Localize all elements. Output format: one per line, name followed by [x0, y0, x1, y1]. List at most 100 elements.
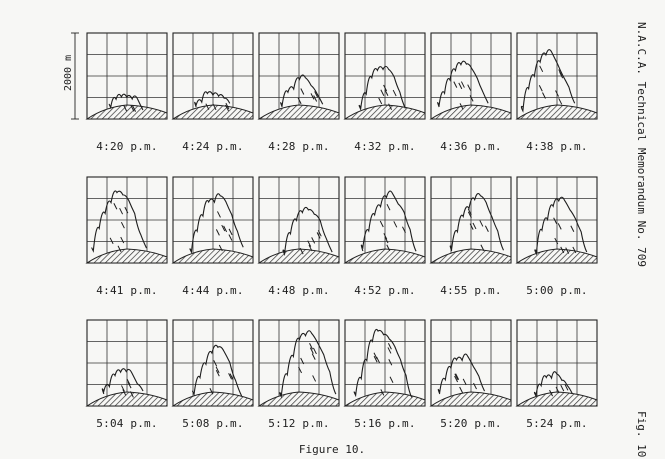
panel-time-label: 4:24 p.m. — [168, 140, 258, 153]
cloud-shading — [540, 66, 543, 72]
cloud-panel — [87, 177, 167, 263]
cloud-panel — [431, 320, 511, 406]
cloud-shading — [217, 211, 220, 217]
cloud-panel — [259, 33, 339, 119]
cloud-sketch — [283, 207, 332, 254]
cloud-sketch — [190, 194, 243, 252]
cloud-shading — [474, 383, 477, 389]
cloud-shading — [312, 237, 315, 243]
cloud-sketch — [438, 354, 484, 394]
cloud-shading — [571, 226, 574, 232]
panel-time-label: 4:32 p.m. — [340, 140, 430, 153]
ground-hill — [517, 249, 597, 263]
panel-time-label: 4:55 p.m. — [426, 284, 516, 297]
cloud-shading — [120, 208, 123, 214]
cloud-panel — [517, 177, 597, 263]
cloud-sketch — [193, 345, 242, 396]
cloud-panel — [259, 320, 339, 406]
ground-hill — [87, 105, 167, 119]
cloud-shading — [390, 377, 393, 383]
cloud-panel — [345, 320, 425, 406]
ground-hill — [259, 249, 339, 263]
altitude-scale-label: 2000 m — [63, 55, 74, 91]
cloud-shading — [313, 348, 316, 354]
panel-time-label: 5:12 p.m. — [254, 417, 344, 430]
panel-time-label: 5:20 p.m. — [426, 417, 516, 430]
cloud-shading — [454, 82, 457, 88]
cloud-shading — [559, 98, 562, 104]
cloud-panel — [259, 177, 339, 263]
cloud-shading — [558, 223, 561, 229]
panel-time-label: 4:28 p.m. — [254, 140, 344, 153]
ground-hill — [259, 392, 339, 406]
ground-hill — [345, 392, 425, 406]
panel-time-label: 5:24 p.m. — [512, 417, 602, 430]
cloud-shading — [485, 226, 488, 232]
cloud-shading — [463, 379, 466, 385]
cloud-shading — [298, 98, 301, 104]
cloud-shading — [473, 223, 476, 229]
ground-hill — [259, 105, 339, 119]
cloud-sketch — [361, 191, 416, 251]
panel-time-label: 4:36 p.m. — [426, 140, 516, 153]
cloud-shading — [480, 220, 483, 226]
cloud-shading — [468, 85, 471, 91]
cloud-shading — [389, 359, 392, 365]
cloud-panel — [87, 320, 167, 406]
cloud-panel — [517, 320, 597, 406]
panel-time-label: 5:16 p.m. — [340, 417, 430, 430]
cloud-sketch — [359, 66, 405, 109]
cloud-shading — [380, 221, 383, 227]
cloud-shading — [394, 221, 397, 227]
cloud-shading — [229, 235, 232, 241]
cloud-panel — [173, 320, 253, 406]
cloud-shading — [125, 207, 128, 213]
ground-hill — [517, 392, 597, 406]
cloud-shading — [229, 229, 232, 235]
cloud-shading — [312, 354, 315, 360]
cloud-shading — [381, 90, 384, 96]
ground-hill — [345, 249, 425, 263]
cloud-shading — [461, 82, 464, 88]
ground-hill — [173, 249, 253, 263]
panel-time-label: 4:20 p.m. — [82, 140, 172, 153]
panel-time-label: 4:44 p.m. — [168, 284, 258, 297]
cloud-panel — [87, 33, 167, 119]
memo-header: N.A.C.A. Technical Memorandum No. 709 — [635, 22, 648, 267]
panel-time-label: 5:00 p.m. — [512, 284, 602, 297]
cloud-shading — [387, 204, 390, 210]
cloud-shading — [379, 98, 382, 104]
ground-hill — [87, 392, 167, 406]
cloud-sketch — [280, 331, 336, 397]
ground-hill — [431, 105, 511, 119]
panel-time-label: 5:08 p.m. — [168, 417, 258, 430]
panel-time-label: 4:41 p.m. — [82, 284, 172, 297]
cloud-panel — [431, 177, 511, 263]
cloud-shading — [114, 203, 117, 209]
cloud-shading — [470, 224, 473, 230]
cloud-shading — [554, 218, 557, 224]
cloud-shading — [539, 85, 542, 91]
panel-time-label: 4:52 p.m. — [340, 284, 430, 297]
ground-hill — [87, 249, 167, 263]
cloud-panel — [345, 177, 425, 263]
cloud-shading — [121, 222, 124, 228]
ground-hill — [173, 105, 253, 119]
panel-time-label: 4:38 p.m. — [512, 140, 602, 153]
cloud-shading — [459, 83, 462, 89]
cloud-panel — [431, 33, 511, 119]
cloud-shading — [393, 90, 396, 96]
cloud-sketch — [92, 191, 147, 251]
cloud-shading — [313, 375, 316, 381]
cloud-shading — [121, 237, 124, 243]
cloud-shading — [460, 387, 463, 393]
cloud-sketch — [535, 197, 587, 254]
cloud-shading — [470, 95, 473, 101]
figure-number-label: Fig. 10 — [635, 411, 648, 457]
ground-hill — [431, 249, 511, 263]
ground-hill — [517, 105, 597, 119]
panel-time-label: 4:48 p.m. — [254, 284, 344, 297]
cloud-shading — [301, 89, 304, 95]
cloud-sketch — [450, 194, 503, 251]
